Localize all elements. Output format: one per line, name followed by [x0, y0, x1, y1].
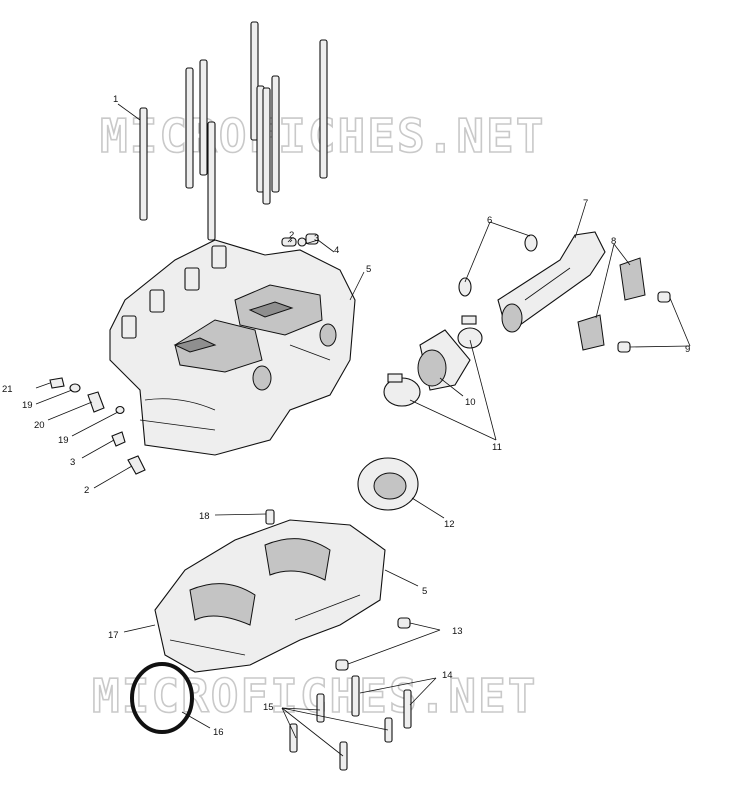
callout-8: 8 [611, 236, 616, 247]
callout-9: 9 [685, 344, 690, 355]
callout-3-upper: 3 [314, 233, 319, 244]
callout-6: 6 [487, 215, 492, 226]
callout-20: 20 [34, 420, 45, 431]
callout-2-upper: 2 [289, 230, 294, 241]
callout-18: 18 [199, 511, 210, 522]
callout-19-lower: 19 [58, 435, 69, 446]
upper-dowel-parts [281, 233, 319, 247]
callout-5-upper: 5 [366, 264, 371, 275]
cylinder-studs [139, 21, 328, 241]
lower-crankcase [154, 509, 386, 673]
case-bolts [289, 617, 412, 771]
callout-4: 4 [334, 245, 339, 256]
callout-17: 17 [108, 630, 119, 641]
snap-ring [130, 662, 194, 734]
callout-1: 1 [113, 94, 118, 105]
callout-19-upper: 19 [22, 400, 33, 411]
leader-lines [35, 103, 691, 757]
callout-7: 7 [583, 198, 588, 209]
left-small-parts [49, 377, 146, 475]
callout-labels: 1 2 3 4 5 6 7 8 9 10 11 21 19 20 19 3 2 … [2, 94, 690, 738]
callout-5-lower: 5 [422, 586, 427, 597]
callout-15: 15 [263, 702, 274, 713]
callout-12: 12 [444, 519, 455, 530]
upper-crankcase [109, 239, 356, 456]
callout-11: 11 [492, 442, 502, 453]
crankshaft-seal [357, 457, 419, 511]
callout-14: 14 [442, 670, 453, 681]
intake-hoses [383, 231, 606, 407]
callout-10: 10 [465, 397, 476, 408]
brackets-and-bolts [577, 257, 671, 353]
callout-16: 16 [213, 727, 224, 738]
callout-2-lower: 2 [84, 485, 89, 496]
callout-13: 13 [452, 626, 463, 637]
callout-21: 21 [2, 384, 13, 395]
callout-3-lower: 3 [70, 457, 75, 468]
